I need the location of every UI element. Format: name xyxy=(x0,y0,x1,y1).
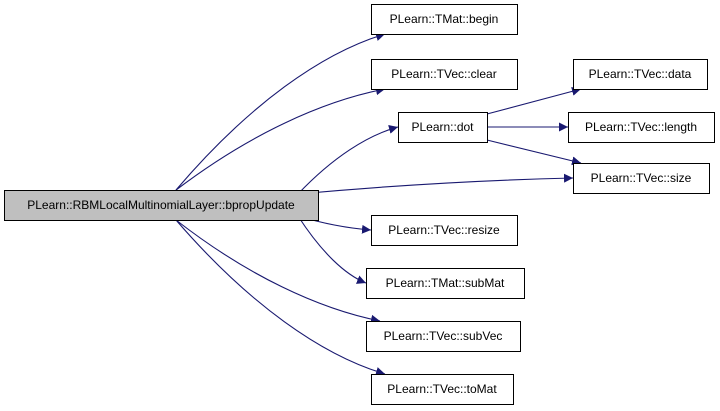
node-label: PLearn::TVec::clear xyxy=(391,67,496,81)
node-box xyxy=(371,374,514,405)
node-box xyxy=(4,190,319,221)
edge-dot-to-tvec_data xyxy=(486,86,582,115)
node-label: PLearn::TMat::begin xyxy=(390,12,499,26)
node-tvec-resize[interactable]: PLearn::TVec::resize xyxy=(371,215,518,246)
node-tvec-size[interactable]: PLearn::TVec::size xyxy=(573,163,710,194)
node-label: PLearn::TMat::subMat xyxy=(386,276,505,290)
edge-root-to-tmat_begin xyxy=(175,32,386,191)
node-box xyxy=(371,215,518,246)
node-label: PLearn::TVec::resize xyxy=(388,223,500,237)
edge-root-to-tvec_clear xyxy=(175,86,386,191)
edge-root-to-tvec_tomat xyxy=(175,219,386,376)
node-label: PLearn::TVec::toMat xyxy=(387,382,497,396)
node-label: PLearn::TVec::subVec xyxy=(384,329,503,343)
node-bpropupdate[interactable]: PLearn::RBMLocalMultinomialLayer::bpropU… xyxy=(4,190,319,221)
node-box xyxy=(366,321,521,352)
node-label: PLearn::TVec::data xyxy=(589,67,692,81)
node-label: PLearn::dot xyxy=(411,120,474,134)
node-label: PLearn::TVec::length xyxy=(585,120,697,134)
edge-root-to-tmat_submat xyxy=(297,215,367,284)
node-tvec-subvec[interactable]: PLearn::TVec::subVec xyxy=(366,321,521,352)
edge-root-to-tvec_size xyxy=(297,173,574,195)
nodes-layer: PLearn::RBMLocalMultinomialLayer::bpropU… xyxy=(4,4,715,405)
node-tvec-data[interactable]: PLearn::TVec::data xyxy=(573,59,708,90)
node-box xyxy=(371,4,518,35)
node-box xyxy=(366,268,525,299)
node-tmat-submat[interactable]: PLearn::TMat::subMat xyxy=(366,268,525,299)
node-tvec-length[interactable]: PLearn::TVec::length xyxy=(568,112,715,143)
node-box xyxy=(398,112,488,143)
node-box xyxy=(371,59,518,90)
node-tvec-clear[interactable]: PLearn::TVec::clear xyxy=(371,59,518,90)
node-label: PLearn::TVec::size xyxy=(591,171,692,185)
node-tmat-begin[interactable]: PLearn::TMat::begin xyxy=(371,4,518,35)
node-tvec-tomat[interactable]: PLearn::TVec::toMat xyxy=(371,374,514,405)
node-box xyxy=(573,59,708,90)
edge-root-to-dot xyxy=(297,124,399,195)
node-box xyxy=(573,163,710,194)
edge-root-to-tvec_subvec xyxy=(175,219,381,324)
node-box xyxy=(568,112,715,143)
node-label: PLearn::RBMLocalMultinomialLayer::bpropU… xyxy=(27,198,295,212)
edges-layer xyxy=(175,32,582,376)
node-dot[interactable]: PLearn::dot xyxy=(398,112,488,143)
edge-dot-to-tvec_size xyxy=(486,139,582,166)
